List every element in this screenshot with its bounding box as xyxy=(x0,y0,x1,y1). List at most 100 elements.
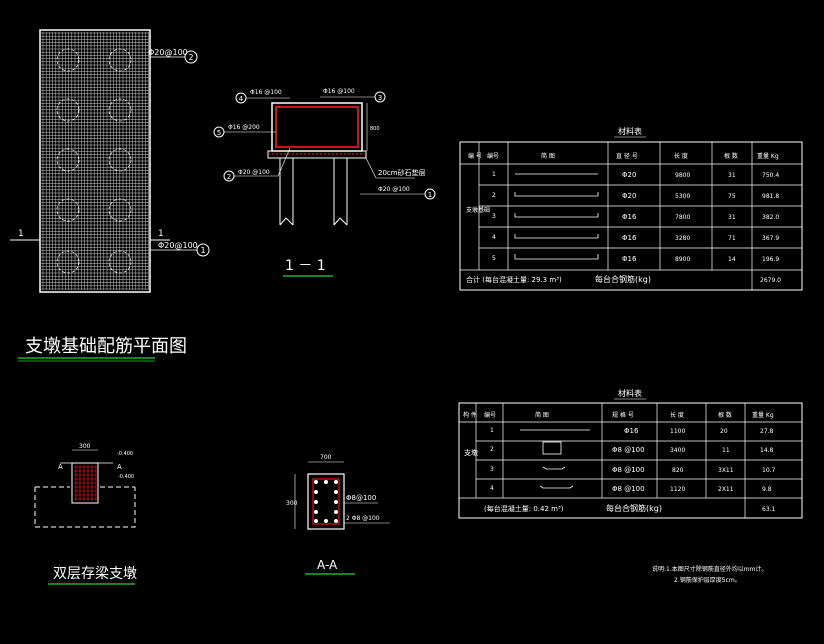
aa-stirrup xyxy=(312,478,340,525)
note-line-1: 说明:1.本图尺寸除钢筋直径外均以mm计。 xyxy=(652,565,767,573)
table2-row1-weight: 27.8 xyxy=(760,428,774,435)
table1-row2-len: 5300 xyxy=(675,193,690,200)
table2-header-4: 长 度 xyxy=(670,411,684,419)
section-a-a: 700 300 Φ8@100 2 Φ8 @100 A-A xyxy=(286,454,390,575)
table1-row5-dia: Φ16 xyxy=(622,255,637,263)
label-3-num: 3 xyxy=(378,94,382,102)
plan-pile-circle xyxy=(56,250,80,274)
aa-dim-left: 300 xyxy=(286,500,298,507)
table1-frame xyxy=(459,141,803,291)
aa-bar-dot xyxy=(334,519,338,523)
height-dim: 800 xyxy=(370,126,380,132)
plan-pile-circle xyxy=(108,250,132,274)
table2-row3-len: 820 xyxy=(672,467,684,474)
aa-bar-dot xyxy=(334,500,338,504)
pier-level-left: -0.400 xyxy=(118,474,134,480)
table2-row3-sketch xyxy=(542,466,566,470)
table2-footer-mid: 每台合钢筋(kg) xyxy=(606,503,662,513)
aa-dim-top: 700 xyxy=(320,454,332,461)
table1-row2-sketch xyxy=(514,192,599,197)
cushion-label: 20cm砂石垫层 xyxy=(378,168,426,177)
table1-header-1: 编号 xyxy=(487,152,499,160)
table2-row4-len: 1120 xyxy=(670,486,685,493)
table2-title: 材料表 xyxy=(618,388,642,398)
table2-footer-total: 63.1 xyxy=(762,506,776,513)
plan-pile-circle xyxy=(108,148,132,172)
aa-bar-dot xyxy=(324,480,328,484)
aa-bar-dot xyxy=(314,519,318,523)
section-1-1: 800 4 Φ16 @100 3 Φ16 @100 5 Φ16 @200 2 Φ… xyxy=(213,88,436,277)
aa-bar-dot xyxy=(314,510,318,514)
table1-row: 3 Φ16 7800 31 382.0 xyxy=(492,213,779,221)
section-labels: 4 Φ16 @100 3 Φ16 @100 5 Φ16 @200 2 Φ20 @… xyxy=(213,88,436,200)
table2-row: 1 Φ16 1100 20 27.8 xyxy=(490,427,774,435)
table1-row3-len: 7800 xyxy=(675,214,690,221)
callout-mid-circle xyxy=(196,243,210,257)
plan-pile-circle xyxy=(56,48,80,72)
table2-row1-dia: Φ16 xyxy=(624,427,639,435)
table2-row2-dia: Φ8 @100 xyxy=(612,446,645,454)
pier-dim-top: 300 xyxy=(79,443,91,450)
pier-section-mark-right: A xyxy=(117,463,122,471)
cushion-leader xyxy=(365,157,377,179)
callout-top-circle xyxy=(184,50,198,64)
plan-pile-circle xyxy=(108,98,132,122)
label-2-text: Φ20 @100 xyxy=(238,169,270,176)
plan-pile-circle xyxy=(56,198,80,222)
table2-row1-no: 1 xyxy=(490,427,494,434)
table1-footer-mid: 每台合钢筋(kg) xyxy=(595,274,651,284)
table1-row1-weight: 750.4 xyxy=(762,172,779,179)
table2-row4-dia: Φ8 @100 xyxy=(612,485,645,493)
table2-row4-sketch xyxy=(539,485,574,489)
table1-header-3: 直 径 号 xyxy=(616,152,638,160)
callout-mid-num: 1 xyxy=(200,246,205,255)
callout-top-num: 2 xyxy=(188,53,193,62)
label-5-text: Φ16 @200 xyxy=(228,124,260,131)
table1-row3-weight: 382.0 xyxy=(762,214,779,221)
pier-view: 300 -0.400 -0.400 A A 双层存梁支墩 xyxy=(34,443,137,585)
table2-row4-count: 2X11 xyxy=(718,486,734,493)
pier-section-mark-left: A xyxy=(58,463,63,471)
table1-row1-count: 31 xyxy=(728,172,736,179)
table2-row: 3 Φ8 @100 820 3X11 10.7 xyxy=(490,466,776,474)
cap-outline xyxy=(271,102,363,152)
aa-outline xyxy=(307,473,345,530)
table1-row: 2 Φ20 5300 75 981.8 xyxy=(492,192,779,200)
table2-row: 4 Φ8 @100 1120 2X11 9.8 xyxy=(490,485,772,493)
table2-group: 支墩 xyxy=(464,448,478,457)
table1-row4-sketch xyxy=(514,234,599,239)
table2-row3-count: 3X11 xyxy=(718,467,734,474)
label-2-num: 2 xyxy=(227,173,231,181)
table1-title: 材料表 xyxy=(618,126,642,136)
label-2-leader-b xyxy=(277,147,291,177)
table2-row3-no: 3 xyxy=(490,466,494,473)
table1-row2-dia: Φ20 xyxy=(622,192,636,200)
table1-group: 支墩基础 xyxy=(466,206,490,214)
table1-row: 4 Φ16 3280 71 367.9 xyxy=(492,234,779,242)
plan-title: 支墩基础配筋平面图 xyxy=(25,336,187,357)
table1-row3-no: 3 xyxy=(492,213,496,220)
table1-row4-weight: 367.9 xyxy=(762,235,779,242)
pile-left-tip xyxy=(279,217,294,226)
table1-row5-len: 8900 xyxy=(675,256,690,263)
table2-row1-len: 1100 xyxy=(670,428,685,435)
table1-row4-len: 3280 xyxy=(675,235,690,242)
aa-bar-dot xyxy=(324,519,328,523)
table1-row1-len: 9800 xyxy=(675,172,690,179)
notes: 说明:1.本图尺寸除钢筋直径外均以mm计。 2.钢筋保护层厚度5cm。 xyxy=(652,565,767,584)
plan-pile-circle xyxy=(56,98,80,122)
pier-level-right: -0.400 xyxy=(117,451,133,457)
table1-row3-count: 31 xyxy=(728,214,736,221)
table2-frame xyxy=(458,402,803,519)
section-mark-left: 1 xyxy=(18,229,24,239)
table2-header-5: 根 数 xyxy=(718,411,732,419)
table1-row5-no: 5 xyxy=(492,255,496,262)
pier-foundation-dash xyxy=(34,487,136,528)
cap-rebar xyxy=(275,106,359,148)
table1-row3-sketch xyxy=(514,213,599,218)
aa-bars xyxy=(314,480,338,523)
material-table-1: 材料表 编 号 编号 简 图 直 径 号 长 度 根 数 重量 Kg 支墩基础 … xyxy=(459,126,803,291)
plan-pile-circle xyxy=(56,148,80,172)
aa-bar-dot xyxy=(314,500,318,504)
